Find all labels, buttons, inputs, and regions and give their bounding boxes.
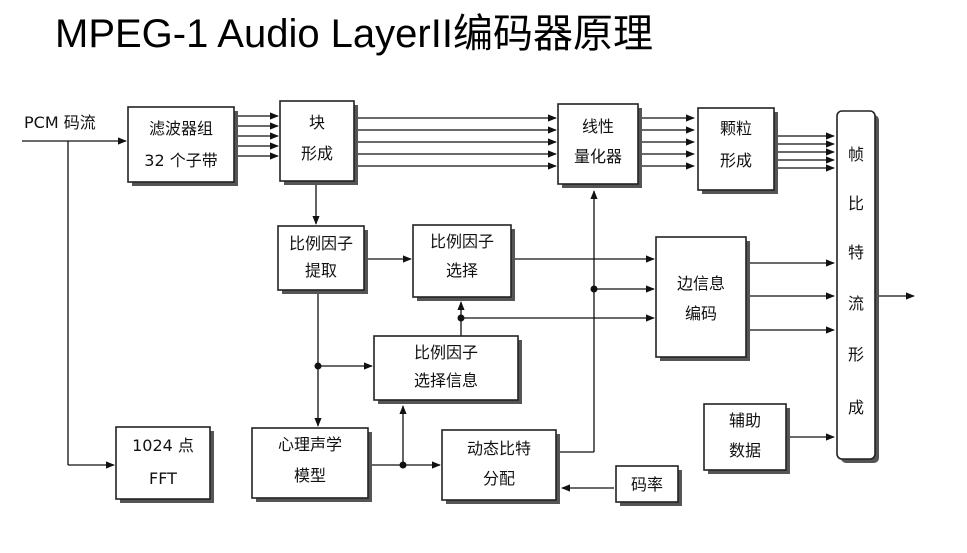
connection-lines xyxy=(22,112,915,492)
bit-rate-label: 码率 xyxy=(631,475,663,494)
side-info-coding-block: 边信息 编码 xyxy=(655,236,750,361)
bitstream-forming-char: 成 xyxy=(848,398,864,417)
fft-line2: FFT xyxy=(149,469,177,488)
ancillary-data-line1: 辅助 xyxy=(729,411,761,430)
linear-quantizer-line1: 线性 xyxy=(582,117,614,136)
side-info-coding-line2: 编码 xyxy=(685,304,717,323)
linear-quantizer-line2: 量化器 xyxy=(574,147,622,166)
pcm-input-label: PCM 码流 xyxy=(24,113,96,132)
filter-bank-line1: 滤波器组 xyxy=(149,119,213,138)
bitstream-forming-char: 形 xyxy=(848,345,864,364)
scale-factor-extract-line1: 比例因子 xyxy=(289,234,353,253)
dynamic-bit-allocation-line2: 分配 xyxy=(483,469,515,488)
dynamic-bit-allocation-block: 动态比特 分配 xyxy=(441,429,560,504)
block-forming-line2: 形成 xyxy=(301,144,333,163)
bitstream-forming-block: 帧 比 特 流 形 成 xyxy=(836,110,879,463)
fft-block: 1024 点 FFT xyxy=(115,426,214,503)
bitstream-forming-char: 流 xyxy=(848,294,864,313)
side-info-coding-line1: 边信息 xyxy=(677,274,725,293)
scale-factor-extract-block: 比例因子 提取 xyxy=(277,225,368,294)
psychoacoustic-model-line1: 心理声学 xyxy=(278,435,342,454)
bitstream-forming-char: 特 xyxy=(848,243,864,262)
scale-factor-select-info-line1: 比例因子 xyxy=(414,343,478,362)
granule-forming-line2: 形成 xyxy=(720,151,752,170)
block-forming-line1: 块 xyxy=(309,113,325,132)
ancillary-data-block: 辅助 数据 xyxy=(703,403,790,474)
bitstream-forming-char: 帧 xyxy=(848,145,864,164)
granule-forming-block: 颗粒 形成 xyxy=(697,107,778,194)
filter-bank-line2: 32 个子带 xyxy=(144,151,217,170)
linear-quantizer-block: 线性 量化器 xyxy=(557,103,642,188)
scale-factor-select-block: 比例因子 选择 xyxy=(412,224,515,301)
scale-factor-select-info-line2: 选择信息 xyxy=(414,371,478,390)
scale-factor-extract-line2: 提取 xyxy=(305,261,337,280)
granule-forming-line1: 颗粒 xyxy=(720,119,752,138)
psychoacoustic-model-block: 心理声学 模型 xyxy=(251,427,372,502)
bit-rate-block: 码率 xyxy=(615,465,682,506)
scale-factor-select-line1: 比例因子 xyxy=(430,232,494,251)
page-title: MPEG-1 Audio LayerII编码器原理 xyxy=(55,12,653,56)
bitstream-forming-char: 比 xyxy=(848,194,864,213)
ancillary-data-line2: 数据 xyxy=(729,441,761,460)
scale-factor-select-info-block: 比例因子 选择信息 xyxy=(373,335,522,404)
fft-line1: 1024 点 xyxy=(132,436,194,455)
filter-bank-block: 滤波器组 32 个子带 xyxy=(127,106,238,186)
dynamic-bit-allocation-line1: 动态比特 xyxy=(467,439,531,458)
block-forming-block: 块 形成 xyxy=(279,100,358,185)
scale-factor-select-line2: 选择 xyxy=(446,261,478,280)
psychoacoustic-model-line2: 模型 xyxy=(294,466,326,485)
